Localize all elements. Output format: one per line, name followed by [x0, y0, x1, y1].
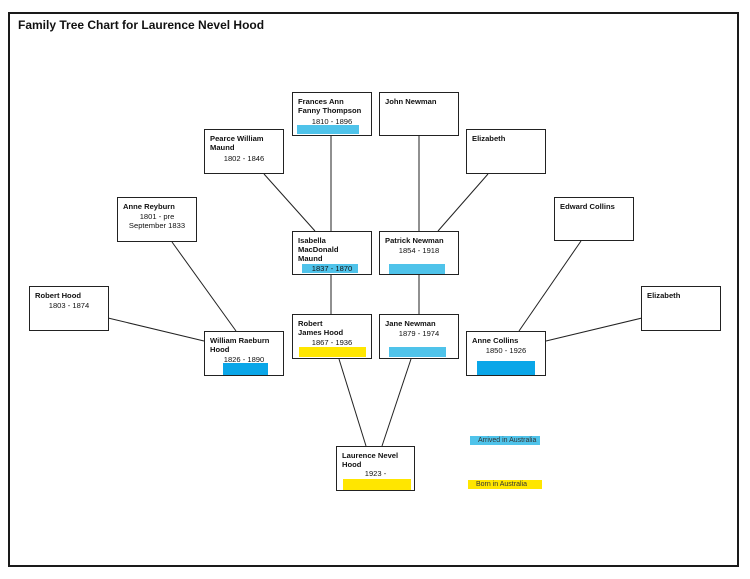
born-bar: [343, 479, 411, 490]
arrived-bar: [223, 363, 268, 375]
person-anne-collins[interactable]: Anne Collins 1850 - 1926: [466, 331, 546, 376]
person-william-hood[interactable]: William Raeburn Hood 1826 - 1890: [204, 331, 284, 376]
line-edward-anne-collins: [518, 240, 582, 332]
person-dates: 1810 - 1896: [311, 117, 353, 126]
person-robert-james-hood[interactable]: Robert James Hood 1867 - 1936: [292, 314, 372, 359]
person-laurence-hood[interactable]: Laurence Nevel Hood 1923 -: [336, 446, 415, 491]
born-bar: [299, 347, 366, 357]
person-name: Isabella MacDonald Maund: [298, 236, 339, 263]
person-name: Laurence Nevel Hood: [342, 451, 399, 469]
person-dates: 1803 - 1874: [48, 301, 90, 310]
person-name: William Raeburn Hood: [210, 336, 270, 354]
legend-born-in-australia: Born in Australia: [468, 480, 542, 489]
chart-title: Family Tree Chart for Laurence Nevel Hoo…: [18, 18, 265, 32]
line-elizabeth-patrick: [437, 173, 489, 232]
arrived-bar: [389, 264, 445, 274]
line-jane-laurence: [381, 358, 412, 447]
person-name: Patrick Newman: [385, 236, 444, 245]
person-dates: 1850 - 1926: [485, 346, 527, 355]
line-elizabeth-anne-collins: [545, 317, 643, 342]
person-dates: 1801 - pre September 1833: [128, 212, 186, 230]
person-elizabeth-right[interactable]: Elizabeth: [641, 286, 721, 331]
person-name: Anne Reyburn: [123, 202, 175, 211]
person-frances-thompson[interactable]: Frances Ann Fanny Thompson 1810 - 1896: [292, 92, 372, 136]
line-anne-reyburn-william: [171, 241, 237, 332]
person-john-newman[interactable]: John Newman: [379, 92, 459, 136]
person-name: Elizabeth: [472, 134, 506, 143]
person-jane-newman[interactable]: Jane Newman 1879 - 1974: [379, 314, 459, 359]
person-patrick-newman[interactable]: Patrick Newman 1854 - 1918: [379, 231, 459, 275]
person-dates: 1837 - 1870: [311, 264, 353, 273]
person-dates: 1802 - 1846: [223, 154, 265, 163]
person-dates: 1879 - 1974: [398, 329, 440, 338]
arrived-bar: [389, 347, 446, 357]
line-robert-hood-william: [107, 317, 205, 342]
person-name: Robert James Hood: [298, 319, 344, 337]
person-isabella-maund[interactable]: Isabella MacDonald Maund 1837 - 1870: [292, 231, 372, 275]
person-dates: 1867 - 1936: [311, 338, 353, 347]
person-anne-reyburn[interactable]: Anne Reyburn 1801 - pre September 1833: [117, 197, 197, 242]
person-dates: 1923 -: [364, 469, 387, 478]
person-elizabeth-top[interactable]: Elizabeth: [466, 129, 546, 174]
person-name: Robert Hood: [35, 291, 81, 300]
line-robertjames-laurence: [338, 358, 367, 447]
arrived-bar: [302, 264, 358, 273]
person-name: John Newman: [385, 97, 437, 106]
arrived-bar: [297, 125, 359, 134]
line-pearce-isabella: [263, 173, 316, 232]
person-name: Elizabeth: [647, 291, 681, 300]
person-name: Edward Collins: [560, 202, 615, 211]
person-name: Pearce William Maund: [210, 134, 264, 152]
person-dates: 1854 - 1918: [398, 246, 440, 255]
person-name: Jane Newman: [385, 319, 436, 328]
legend-arrived-in-australia: Arrived in Australia: [470, 436, 540, 445]
person-name: Anne Collins: [472, 336, 519, 345]
person-dates: 1826 - 1890: [223, 355, 265, 364]
person-robert-hood[interactable]: Robert Hood 1803 - 1874: [29, 286, 109, 331]
person-edward-collins[interactable]: Edward Collins: [554, 197, 634, 241]
person-pearce-maund[interactable]: Pearce William Maund 1802 - 1846: [204, 129, 284, 174]
person-name: Frances Ann Fanny Thompson: [298, 97, 362, 115]
arrived-bar: [477, 361, 535, 375]
